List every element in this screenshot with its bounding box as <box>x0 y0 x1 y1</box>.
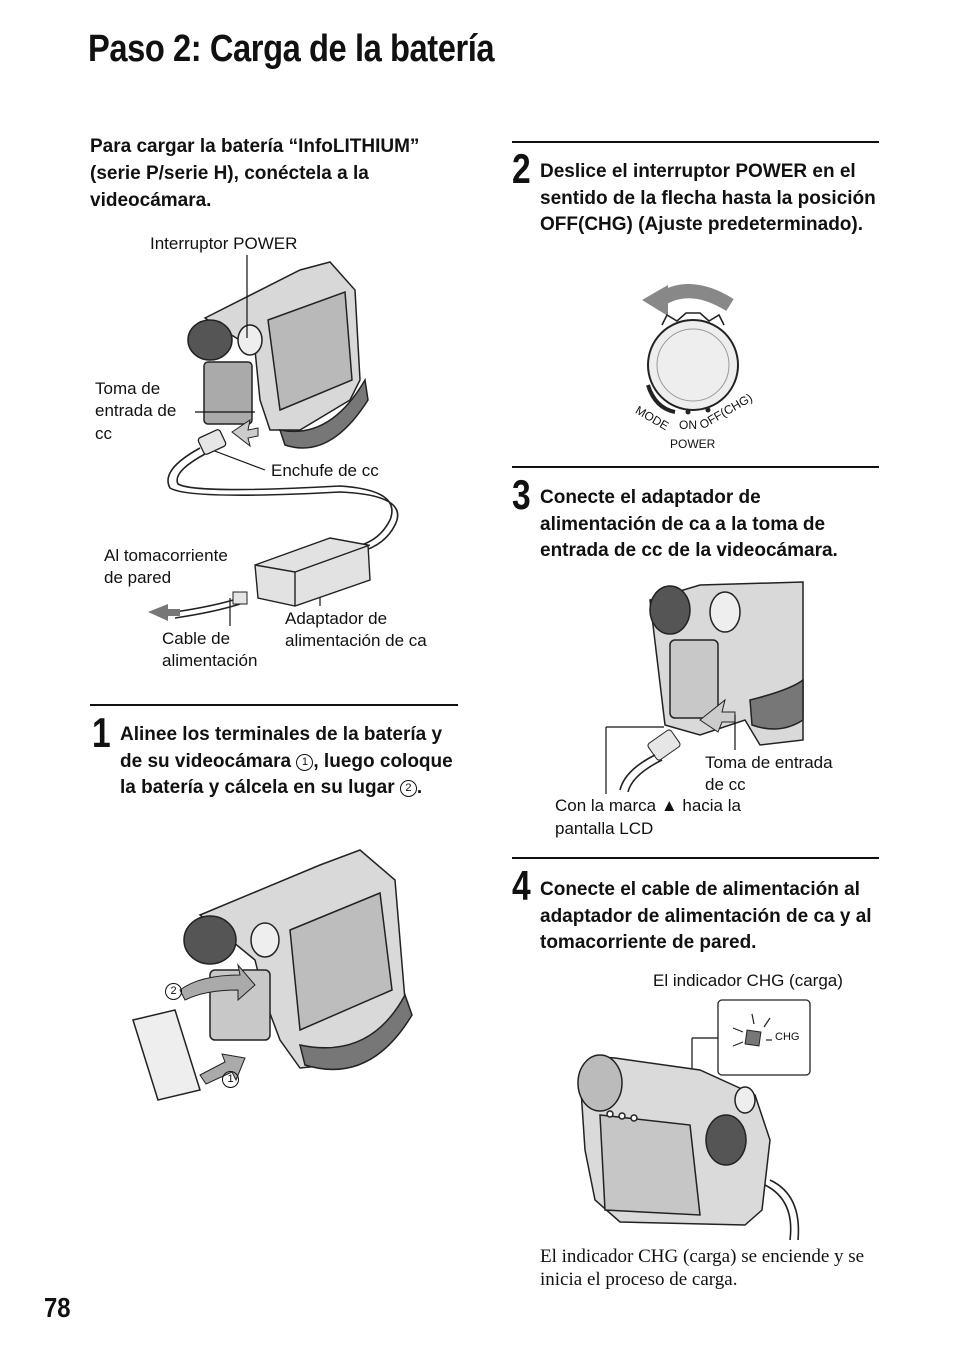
chg-text: CHG <box>775 1031 800 1043</box>
figure-marker-2: 2 <box>165 983 182 1000</box>
step-2-number: 2 <box>512 145 531 192</box>
step-1-rule <box>90 704 458 706</box>
marker-circle-1: 1 <box>296 753 314 771</box>
label-mark-2: pantalla LCD <box>555 819 654 838</box>
switch-power-label: POWER <box>670 437 716 451</box>
step-1-number: 1 <box>92 709 111 756</box>
switch-mode-label: MODE <box>633 403 672 434</box>
label-wall-1: Al tomacorriente <box>104 546 228 565</box>
page-number: 78 <box>44 1292 71 1323</box>
switch-on-label: ON <box>679 418 697 432</box>
figure-marker-1: 1 <box>222 1071 239 1088</box>
step-4-number: 4 <box>512 862 531 909</box>
step-3-rule <box>512 466 879 468</box>
label-cord-2: alimentación <box>162 651 258 670</box>
label-dc-in-3: cc <box>95 424 112 443</box>
label-dc-in-2: entrada de <box>95 401 177 420</box>
label-dc-plug: Enchufe de cc <box>271 461 379 480</box>
switch-off-label: OFF(CHG) <box>697 390 755 432</box>
label-adapter-2: alimentación de ca <box>285 631 427 650</box>
page-title: Paso 2: Carga de la batería <box>88 28 495 70</box>
label-wall-2: de pared <box>104 568 172 587</box>
chg-note: El indicador CHG (carga) se enciende y s… <box>540 1246 865 1290</box>
step-3-number: 3 <box>512 471 531 518</box>
label-dc-in-1: Toma de <box>95 379 161 398</box>
label-dc-in-jack-1: Toma de entrada <box>705 753 833 772</box>
power-cord-1 <box>174 597 241 619</box>
camcorder-drawing-1 <box>187 261 369 449</box>
marker-circle-2: 2 <box>399 780 417 797</box>
intro-text: Para cargar la batería “InfoLITHIUM” (se… <box>90 136 420 211</box>
label-cord-1: Cable de <box>162 629 231 648</box>
dc-plug-1 <box>197 429 227 455</box>
step-4-rule <box>512 857 879 859</box>
ac-adapter <box>254 537 371 607</box>
step-4-text: Conecte el cable de alimentación al adap… <box>540 879 872 953</box>
label-chg-indicator: El indicador CHG (carga) <box>653 971 843 990</box>
label-power-switch: Interruptor POWER <box>150 234 298 253</box>
label-adapter-1: Adaptador de <box>285 609 388 628</box>
label-mark-1: Con la marca ▲ hacia la <box>555 796 741 815</box>
step-3-text: Conecte el adaptador de alimentación de … <box>540 487 838 561</box>
step-2-text: Deslice el interruptor POWER en el senti… <box>540 161 876 235</box>
step-2-rule <box>512 141 879 143</box>
leader-lines-1 <box>195 255 321 626</box>
step-1-text: Alinee los terminales de la batería y de… <box>120 724 453 798</box>
label-dc-in-jack-2: de cc <box>705 775 746 794</box>
